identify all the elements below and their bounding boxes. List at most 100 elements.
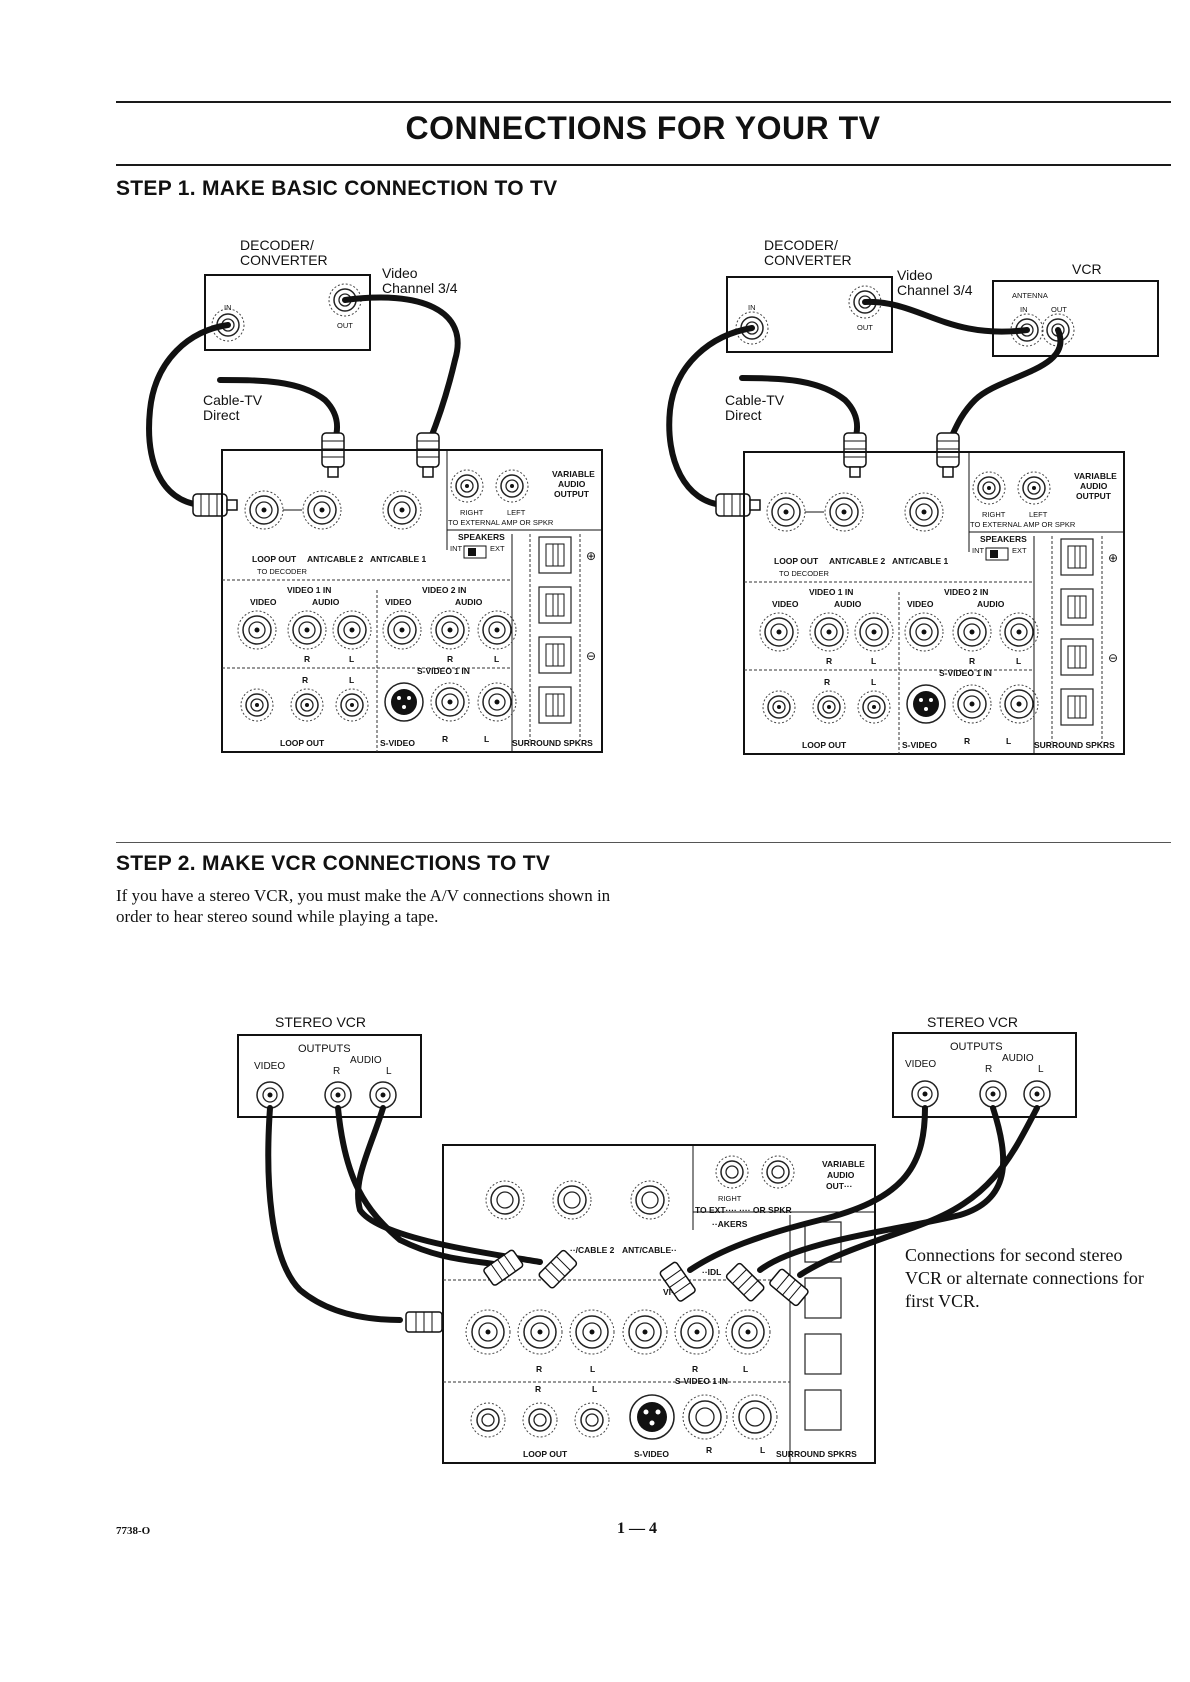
vcr-in-label: IN bbox=[1020, 305, 1028, 314]
video-channel-line2: Channel 3/4 bbox=[382, 280, 458, 296]
left-label-r: LEFT bbox=[1029, 510, 1048, 519]
cable-tv-line1: Cable-TV bbox=[203, 392, 263, 408]
stereo-vcr-left-box bbox=[237, 1034, 422, 1118]
s2-r-label: R bbox=[536, 1364, 542, 1374]
l-label-4: L bbox=[484, 734, 489, 744]
ext-label: EXT bbox=[490, 544, 505, 553]
cable-left-vcr-audio-r bbox=[335, 1105, 503, 1268]
s2-r-label-b: R bbox=[692, 1364, 698, 1374]
s2-s-video-label: S-VIDEO bbox=[634, 1449, 669, 1459]
surround-label: SURROUND SPKRS bbox=[512, 738, 593, 748]
cable-tv-direct bbox=[217, 377, 341, 443]
audio-sub-label-1-r: AUDIO bbox=[834, 599, 862, 609]
vcr-right-jacks bbox=[911, 1080, 1051, 1108]
l-label-3-r: L bbox=[871, 677, 876, 687]
decoder-out-label: OUT bbox=[337, 321, 353, 330]
vcr-antenna-label: ANTENNA bbox=[1012, 291, 1048, 300]
title-rule bbox=[116, 164, 1171, 166]
s2-svideo1-in-label: S-VIDEO 1 IN bbox=[675, 1376, 728, 1386]
vcr-audio-label-right: AUDIO bbox=[1002, 1053, 1034, 1064]
decoder-box-right bbox=[726, 276, 893, 353]
svideo1-in-label-r: S-VIDEO 1 IN bbox=[939, 668, 992, 678]
cable-tv-line2: Direct bbox=[203, 407, 240, 423]
video-label-1: VIDEO bbox=[250, 597, 277, 607]
cable-right-vcr-video bbox=[687, 1105, 928, 1273]
right-label-r: RIGHT bbox=[982, 510, 1006, 519]
s2-ant-cable2-label: ··/CABLE 2 bbox=[570, 1245, 615, 1255]
r-label-1: R bbox=[304, 654, 310, 664]
footer-code: 7738-O bbox=[116, 1525, 151, 1537]
s2-speakers-label: ··AKERS bbox=[712, 1219, 748, 1229]
plus-terminal-label-r: ⊕ bbox=[1108, 551, 1118, 565]
ant-cable2-label: ANT/CABLE 2 bbox=[307, 554, 363, 564]
loop-out-bottom-label: LOOP OUT bbox=[280, 738, 325, 748]
stereo-vcr-left-label: STEREO VCR bbox=[275, 1014, 366, 1030]
s2-loop-out-label: LOOP OUT bbox=[523, 1449, 568, 1459]
s-video-label: S-VIDEO bbox=[380, 738, 415, 748]
plus-terminal-label: ⊕ bbox=[586, 549, 596, 563]
s2-output-label: OUT··· bbox=[826, 1181, 852, 1191]
output-label: OUTPUT bbox=[554, 489, 590, 499]
cable-decoder-to-vcr bbox=[862, 298, 1030, 335]
s2-r3-label: R bbox=[706, 1445, 712, 1455]
s2-audio-label: AUDIO bbox=[827, 1170, 855, 1180]
stereo-vcr-right-label: STEREO VCR bbox=[927, 1014, 1018, 1030]
minus-terminal-label: ⊖ bbox=[586, 649, 596, 663]
r-label-1-r: R bbox=[826, 656, 832, 666]
video-label-1-r: VIDEO bbox=[772, 599, 799, 609]
cable-vcr-to-ant bbox=[947, 327, 1064, 443]
rca-plugs bbox=[405, 1249, 809, 1333]
step1-diagram: DECODER/ CONVERTER IN OUT Video Channel … bbox=[146, 237, 1159, 820]
step2-rule bbox=[116, 842, 1171, 843]
s2-l3-label: L bbox=[760, 1445, 765, 1455]
s2-l2-label: L bbox=[592, 1384, 597, 1394]
s-video-label-r: S-VIDEO bbox=[902, 740, 937, 750]
ant-cable2-label-r: ANT/CABLE 2 bbox=[829, 556, 885, 566]
ant-cable1-label: ANT/CABLE 1 bbox=[370, 554, 426, 564]
svideo1-in-label: S-VIDEO 1 IN bbox=[417, 666, 470, 676]
surround-label-r: SURROUND SPKRS bbox=[1034, 740, 1115, 750]
vcr-out-label: OUT bbox=[1051, 305, 1067, 314]
audio-sub-label-2: AUDIO bbox=[455, 597, 483, 607]
r-label-2: R bbox=[447, 654, 453, 664]
variable-label-r: VARIABLE bbox=[1074, 471, 1117, 481]
r-label-2-r: R bbox=[969, 656, 975, 666]
right-label: RIGHT bbox=[460, 508, 484, 517]
decoder-in-label-right: IN bbox=[748, 303, 756, 312]
video-label-2: VIDEO bbox=[385, 597, 412, 607]
output-label-r: OUTPUT bbox=[1076, 491, 1112, 501]
video1-in-label: VIDEO 1 IN bbox=[287, 585, 331, 595]
video2-in-label-r: VIDEO 2 IN bbox=[944, 587, 988, 597]
ant-cable1-label-r: ANT/CABLE 1 bbox=[892, 556, 948, 566]
stereo-vcr-right-box bbox=[892, 1032, 1077, 1118]
decoder-label-line1: DECODER/ bbox=[240, 237, 314, 253]
vcr-label: VCR bbox=[1072, 261, 1102, 277]
speakers-label: SPEAKERS bbox=[458, 532, 505, 542]
l-label-4-r: L bbox=[1006, 736, 1011, 746]
cable-tv-line2-right: Direct bbox=[725, 407, 762, 423]
step2-caption: Connections for second stereo VCR or alt… bbox=[905, 1245, 1144, 1311]
page-number: 1 — 4 bbox=[617, 1520, 657, 1537]
vcr-left-jacks bbox=[256, 1081, 397, 1109]
step2-heading: STEP 2. MAKE VCR CONNECTIONS TO TV bbox=[116, 852, 551, 875]
tv-panel-step2: VARIABLE AUDIO OUT··· RIGHT TO EXT···· ·… bbox=[442, 1144, 876, 1464]
s2-ant-cable-label: ANT/CABLE·· bbox=[622, 1245, 677, 1255]
l-label-1: L bbox=[349, 654, 354, 664]
r-label-3: R bbox=[302, 675, 308, 685]
cable-decoder-in-loop bbox=[146, 322, 231, 508]
audio-sub-label-2-r: AUDIO bbox=[977, 599, 1005, 609]
video-channel-line1-right: Video bbox=[897, 267, 933, 283]
r-label-3-r: R bbox=[824, 677, 830, 687]
decoder-box bbox=[204, 274, 371, 351]
top-rule bbox=[116, 101, 1171, 103]
tv-panel-right: VARIABLE AUDIO OUTPUT RIGHT LEFT TO EXTE… bbox=[744, 452, 1124, 754]
variable-label: VARIABLE bbox=[552, 469, 595, 479]
step1-left-diagram: DECODER/ CONVERTER IN OUT Video Channel … bbox=[146, 237, 602, 752]
vcr-video-label-right: VIDEO bbox=[905, 1059, 936, 1070]
outputs-label-left: OUTPUTS bbox=[298, 1043, 351, 1055]
decoder-label-line2-right: CONVERTER bbox=[764, 252, 852, 268]
vcr-video-label-left: VIDEO bbox=[254, 1061, 285, 1072]
cable-decoder-out-to-ant bbox=[342, 294, 461, 443]
audio-sub-label-1: AUDIO bbox=[312, 597, 340, 607]
